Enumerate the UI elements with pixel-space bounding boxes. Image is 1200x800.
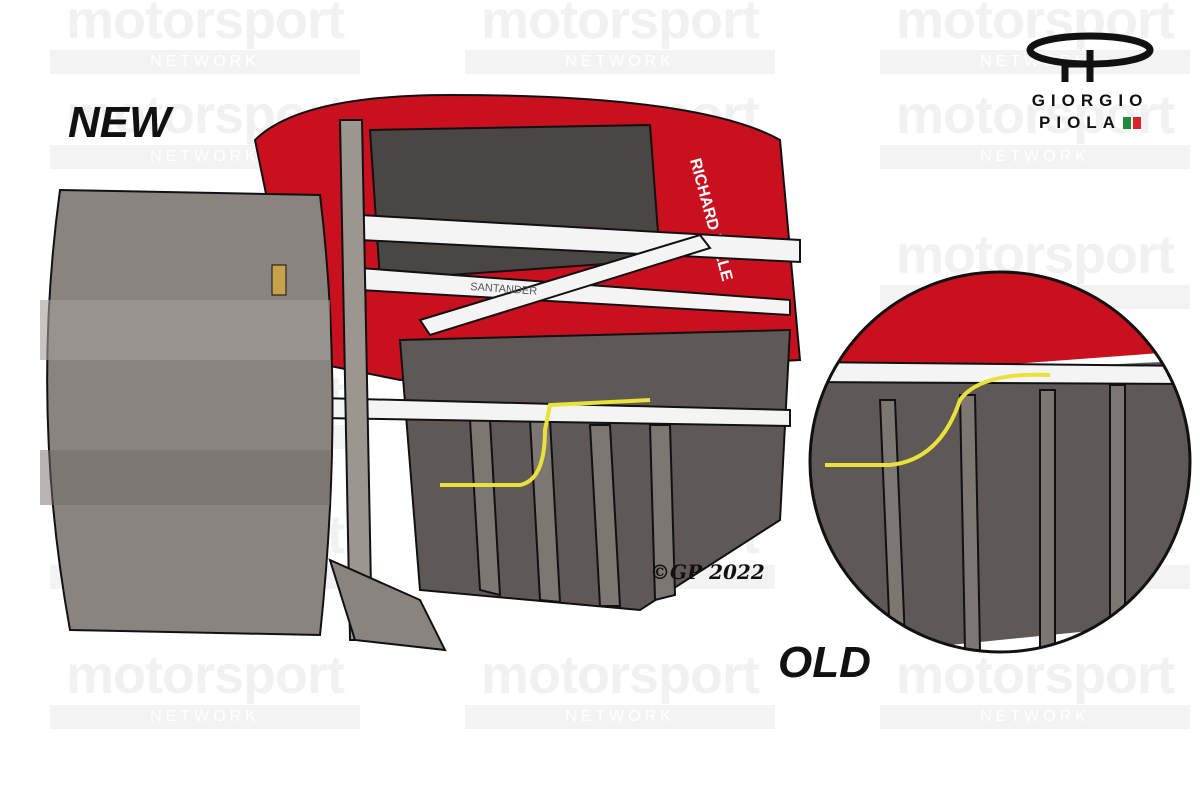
sidepod-opening bbox=[368, 123, 662, 282]
old-detail-inset bbox=[808, 270, 1192, 654]
diffuser-strakes bbox=[468, 419, 677, 607]
logo-line2: PIOLA bbox=[1039, 113, 1121, 132]
brake-drum bbox=[46, 188, 334, 637]
flag-green bbox=[1122, 117, 1131, 129]
sponsor-santander: SANTANDER bbox=[470, 281, 538, 298]
drum-badge bbox=[271, 264, 287, 296]
logo-line1: GIORGIO bbox=[1031, 91, 1149, 110]
yellow-pipe bbox=[440, 398, 651, 487]
signature: ©GP 2022 bbox=[650, 560, 765, 584]
suspension-arms bbox=[319, 213, 801, 428]
flag-red bbox=[1132, 117, 1141, 129]
new-label: NEW bbox=[68, 98, 171, 147]
old-label: OLD bbox=[778, 638, 871, 687]
gp-monogram-icon bbox=[1026, 32, 1154, 82]
wheel-fence bbox=[328, 558, 447, 652]
logo-line2-row: PIOLA bbox=[1015, 112, 1165, 134]
giorgio-piola-logo: GIORGIO PIOLA bbox=[1015, 30, 1165, 134]
